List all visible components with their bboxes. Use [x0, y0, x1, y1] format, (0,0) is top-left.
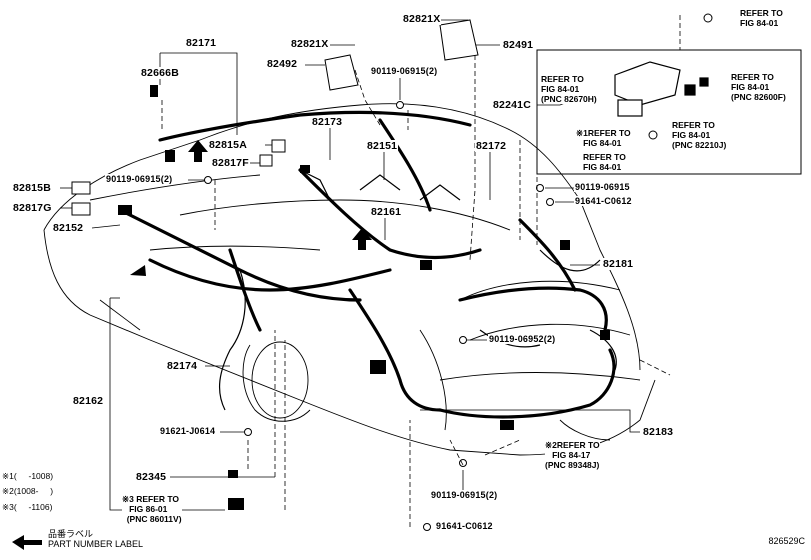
ref-box-left: REFER TO FIG 84-01 (PNC 82670H): [541, 74, 597, 104]
label-82174: 82174: [166, 360, 199, 372]
reference-box: [536, 49, 802, 175]
label-82345: 82345: [135, 471, 168, 483]
ref-box-mid2: REFER TO FIG 84-01 (PNC 82210J): [672, 120, 727, 150]
connectors: [118, 85, 610, 510]
footnote-2: ※2(1008- ): [2, 486, 54, 496]
ref-top: REFER TO FIG 84-01: [740, 8, 783, 28]
label-90119-bottom: 90119-06915(2): [430, 490, 499, 500]
label-82171: 82171: [185, 37, 218, 49]
relay-box-detail: [614, 61, 709, 117]
ref-fig-86-01: ※3 REFER TO FIG 86-01 (PNC 86011V): [122, 494, 182, 524]
footnote-1: ※1( -1008): [2, 471, 54, 481]
label-82821x-top: 82821X: [402, 13, 442, 25]
label-82161: 82161: [370, 206, 403, 218]
label-82491: 82491: [502, 39, 535, 51]
label-82817g: 82817G: [12, 202, 53, 214]
label-82815a: 82815A: [208, 139, 248, 151]
label-82173: 82173: [311, 116, 344, 128]
label-82183: 82183: [642, 426, 675, 438]
label-90119-left: 90119-06915(2): [105, 174, 174, 184]
leader-lines: [60, 19, 640, 511]
ref-box-mid: ※1REFER TO FIG 84-01: [576, 128, 631, 148]
label-91641-mid: 91641-C0612: [574, 196, 633, 206]
label-82162: 82162: [72, 395, 105, 407]
ref-box-low: REFER TO FIG 84-01: [583, 152, 626, 172]
label-90119-right: 90119-06915: [574, 182, 631, 192]
label-91641-bottom: 91641-C0612: [435, 521, 494, 531]
label-82815b: 82815B: [12, 182, 52, 194]
ref-box-right: REFER TO FIG 84-01 (PNC 82600F): [731, 72, 786, 102]
wire-harness-thin: [219, 169, 617, 411]
ref-fig-84-17: ※2REFER TO FIG 84-17 (PNC 89348J): [545, 440, 600, 470]
label-82241c: 82241C: [492, 99, 532, 111]
label-82151: 82151: [366, 140, 399, 152]
label-82492: 82492: [266, 58, 299, 70]
label-82821x-mid: 82821X: [290, 38, 330, 50]
label-82666b: 82666B: [140, 67, 180, 79]
dashed-leaders: [161, 15, 681, 527]
label-82172: 82172: [475, 140, 508, 152]
label-82181: 82181: [602, 258, 635, 270]
part-parts-top: [71, 13, 713, 531]
label-90119-top: 90119-06915(2): [370, 66, 439, 76]
label-82152: 82152: [52, 222, 85, 234]
legend-jp: 品番ラベル: [48, 529, 94, 539]
label-82817f: 82817F: [211, 157, 250, 169]
footnote-3: ※3( -1106): [2, 502, 53, 512]
label-90119-06952: 90119-06952(2): [488, 334, 557, 344]
legend-en: PART NUMBER LABEL: [48, 539, 144, 549]
label-91621: 91621-J0614: [159, 426, 217, 436]
arrows: [12, 140, 372, 550]
illustration-id: 826529C: [768, 536, 805, 546]
